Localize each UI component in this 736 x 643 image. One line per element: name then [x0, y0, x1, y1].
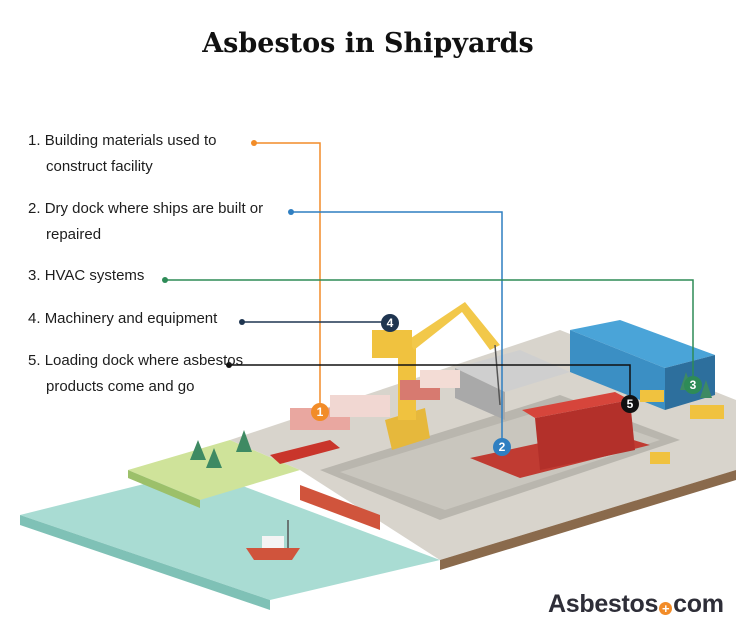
marker-label: 1: [317, 405, 324, 419]
truck: [690, 405, 724, 419]
dock-gate: [300, 485, 380, 530]
legend-item-2: 2. Dry dock where ships are built or rep…: [28, 196, 296, 248]
legend-text: HVAC systems: [44, 267, 145, 284]
crane-base: [385, 408, 430, 450]
container-stack: [420, 370, 460, 388]
grey-shed: [455, 350, 570, 392]
marker-2: 2: [493, 438, 511, 456]
grass-area: [128, 440, 300, 500]
brand-suffix: com: [673, 590, 724, 618]
flatbed-trailer: [270, 440, 340, 464]
marker-3: 3: [684, 376, 702, 394]
legend-item-5: 5. Loading dock where asbestos products …: [28, 348, 246, 400]
callout-markers: 1 2 3 4 5: [311, 314, 702, 456]
sea-water: [20, 470, 440, 600]
crane-cab: [372, 330, 412, 358]
legend-text: Loading dock where asbestos products com…: [44, 352, 244, 395]
callout-start-dots: [162, 140, 294, 368]
truck: [640, 390, 664, 402]
brand-name: Asbestos: [548, 590, 659, 618]
marker-1: 1: [311, 403, 329, 421]
tree: [700, 380, 712, 398]
grey-shed-front: [455, 368, 505, 420]
legend-item-4: 4. Machinery and equipment: [28, 306, 296, 332]
callout-lines: [165, 142, 694, 445]
callout-line-1: [254, 142, 321, 410]
callout-line-5: [229, 364, 631, 403]
ship-block: [535, 400, 635, 470]
page-title: Asbestos in Shipyards: [202, 28, 534, 59]
marker-5: 5: [621, 395, 639, 413]
marker-label: 5: [627, 397, 634, 411]
sea-edge: [20, 515, 270, 610]
container-stack: [330, 395, 390, 417]
tree: [236, 430, 252, 452]
brand-logo: Asbestos+com: [548, 590, 724, 619]
legend-text: Building materials used to construct fac…: [44, 132, 217, 175]
legend-num: 4.: [28, 310, 41, 327]
tree: [206, 448, 222, 468]
legend-num: 1.: [28, 132, 41, 149]
legend-num: 3.: [28, 267, 41, 284]
callout-line-3: [165, 279, 694, 383]
ship-block-top: [522, 392, 630, 418]
legend-num: 5.: [28, 352, 41, 369]
boat-hull: [246, 548, 300, 560]
marker-label: 2: [499, 440, 506, 454]
crane-cable: [494, 344, 501, 406]
legend-item-1: 1. Building materials used to construct …: [28, 128, 268, 180]
legend-item-3: 3. HVAC systems: [28, 263, 296, 289]
boat-cabin: [262, 536, 284, 548]
marker-4: 4: [381, 314, 399, 332]
marker-label: 4: [387, 316, 394, 330]
callout-line-2: [291, 211, 503, 445]
legend-text: Machinery and equipment: [44, 310, 218, 327]
hvac-building-roof: [570, 320, 715, 368]
marker-label: 3: [690, 378, 697, 392]
yard-platform-edge: [440, 470, 736, 570]
shore-strip: [128, 470, 200, 508]
legend-text: Dry dock where ships are built or repair…: [44, 200, 264, 243]
truck: [650, 452, 670, 464]
legend-num: 2.: [28, 200, 41, 217]
brand-plus-icon: +: [659, 602, 673, 615]
crane-boom: [408, 302, 500, 350]
tree: [190, 440, 206, 460]
